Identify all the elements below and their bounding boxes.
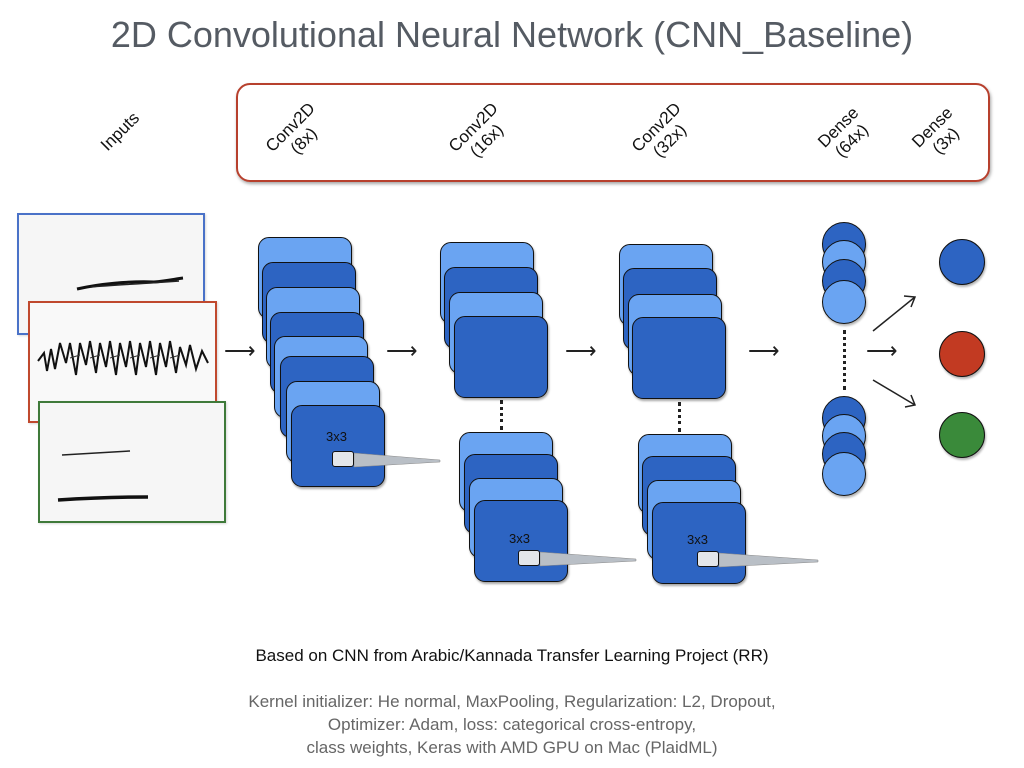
arrowhead-output-3: [904, 394, 917, 408]
conv1-map-8: [291, 405, 385, 487]
arrow-to-output-3: [872, 379, 916, 406]
footer-details-line3: class weights, Keras with AMD GPU on Mac…: [306, 738, 718, 757]
arrow-to-output-2: ⟶: [866, 338, 898, 363]
output-neuron-1: [939, 239, 985, 285]
conv2-map-8: [474, 500, 568, 582]
output-neuron-2: [939, 331, 985, 377]
label-inputs: Inputs: [96, 108, 144, 155]
conv3-kernel-box: [697, 551, 719, 567]
arrow-input-to-conv1: ⟶: [224, 338, 256, 363]
conv2-map-4: [454, 316, 548, 398]
arrowhead-output-1: [903, 295, 917, 308]
input-image-1-trace: [76, 276, 184, 291]
arrow-conv3-to-dense: ⟶: [748, 338, 780, 363]
footer-based-on: Based on CNN from Arabic/Kannada Transfe…: [255, 646, 769, 665]
input-image-2-trace: [37, 340, 209, 376]
output-neuron-3: [939, 412, 985, 458]
footer-details-line1: Kernel initializer: He normal, MaxPoolin…: [248, 692, 776, 711]
dense1-neuron-8: [822, 452, 866, 496]
dense1-neuron-4: [822, 280, 866, 324]
conv3-map-8: [652, 502, 746, 584]
arrow-conv1-to-conv2: ⟶: [386, 338, 418, 363]
arrow-conv2-to-conv3: ⟶: [565, 338, 597, 363]
footer-details-line2: Optimizer: Adam, loss: categorical cross…: [327, 715, 697, 734]
arrow-to-output-1: [872, 296, 916, 332]
diagram-title: 2D Convolutional Neural Network (CNN_Bas…: [110, 14, 914, 55]
conv3-dots: [678, 402, 681, 432]
dense1-dots: [843, 330, 846, 390]
conv1-kernel-box: [332, 451, 354, 467]
input-image-3-trace: [57, 450, 149, 502]
conv1-kernel-label: 3x3: [326, 429, 347, 444]
input-image-3: [38, 401, 226, 523]
conv2-dots: [500, 400, 503, 430]
conv3-kernel-label: 3x3: [687, 532, 708, 547]
conv3-map-4: [632, 317, 726, 399]
conv2-kernel-label: 3x3: [509, 531, 530, 546]
layer-labels-box: [236, 83, 990, 182]
conv2-kernel-box: [518, 550, 540, 566]
